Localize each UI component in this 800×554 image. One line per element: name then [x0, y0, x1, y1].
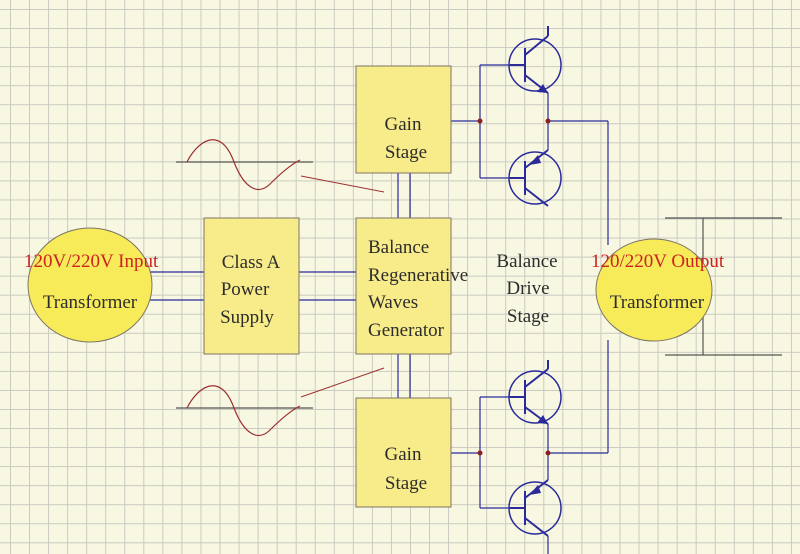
wave-generator-block — [355, 217, 452, 355]
gain-stage-bottom-label-1: Gain — [385, 444, 422, 465]
output-transformer — [595, 238, 713, 342]
input-transformer — [27, 227, 153, 343]
sine-wave-top — [176, 139, 385, 193]
sine-wave-bottom — [176, 367, 385, 436]
transistor-top-upper-icon — [508, 26, 562, 94]
drive-stage-label-2: Drive — [506, 278, 549, 299]
generator-label-4: Generator — [368, 320, 445, 341]
output-voltage-label: 120/220V Output — [591, 251, 725, 272]
input-wires — [150, 271, 204, 301]
input-transformer-label: Transformer — [43, 292, 138, 313]
power-supply-label-1: Class A — [222, 252, 281, 273]
junction-dots — [477, 118, 551, 456]
generator-label-2: Regenerative — [368, 265, 468, 286]
generator-label-1: Balance — [368, 237, 429, 258]
gain-stage-bottom-block — [355, 397, 452, 508]
gain-stage-top-block — [355, 65, 452, 174]
transistor-top-lower-icon — [508, 149, 562, 207]
power-supply-label-3: Supply — [220, 307, 274, 328]
output-transformer-label: Transformer — [610, 292, 705, 313]
generator-label-3: Waves — [368, 292, 418, 313]
power-supply-label-2: Power — [221, 279, 270, 300]
drive-stage-label-1: Balance — [496, 251, 557, 272]
supply-wires — [299, 271, 356, 301]
transistor-bottom-lower-icon — [508, 479, 562, 537]
transistor-bottom-upper-icon — [508, 360, 562, 425]
output-load-lines — [665, 217, 782, 356]
drive-stage-label-3: Stage — [507, 306, 549, 327]
class-a-power-supply-block — [203, 217, 300, 355]
gain-stage-bottom-label-2: Stage — [385, 473, 427, 494]
input-voltage-label: 120V/220V Input — [24, 251, 159, 272]
drive-wiring-top — [451, 64, 609, 245]
gain-stage-top-label-1: Gain — [385, 114, 422, 135]
gain-stage-top-label-2: Stage — [385, 142, 427, 163]
gain-bus-wires — [397, 173, 411, 398]
